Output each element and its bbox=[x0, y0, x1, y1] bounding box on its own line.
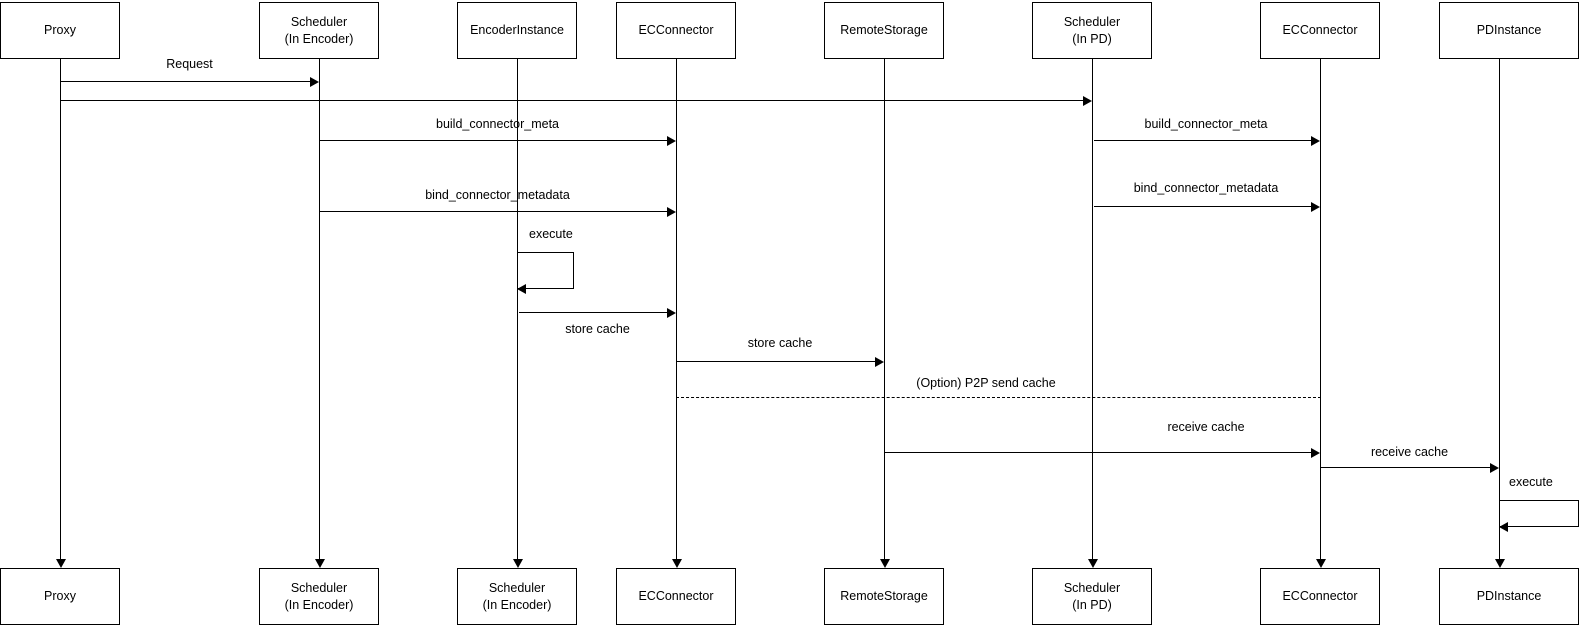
message-line-receive-cache-b bbox=[884, 452, 1312, 453]
participant-box-top-scheduler-pd[interactable]: Scheduler (In PD) bbox=[1032, 2, 1152, 59]
participant-label-line1: Scheduler bbox=[290, 580, 348, 595]
participant-box-top-ecconnector-a[interactable]: ECConnector bbox=[616, 2, 736, 59]
participant-box-bottom-pdinstance[interactable]: PDInstance bbox=[1439, 568, 1579, 625]
arrow-head-receive-cache-b bbox=[1311, 448, 1320, 458]
arrow-head-store-cache-remote bbox=[875, 357, 884, 367]
participant-box-bottom-proxy[interactable]: Proxy bbox=[0, 568, 120, 625]
arrow-head-request bbox=[310, 77, 319, 87]
participant-box-bottom-ecconnector-a[interactable]: ECConnector bbox=[616, 568, 736, 625]
message-line-build-connector-meta-right bbox=[1094, 140, 1312, 141]
participant-label-line1: PDInstance bbox=[1476, 589, 1542, 604]
participant-label-line1: Proxy bbox=[44, 23, 76, 38]
participant-label-line1: ECConnector bbox=[638, 23, 714, 38]
participant-label-line2: (In PD) bbox=[1072, 597, 1112, 612]
message-line-proxy-to-scheduler-pd bbox=[60, 100, 1084, 101]
message-line-p2p-send-cache bbox=[676, 397, 1321, 398]
participant-box-top-pdinstance[interactable]: PDInstance bbox=[1439, 2, 1579, 59]
message-label-receive-cache-b: receive cache bbox=[1167, 420, 1245, 434]
participant-label-line1: ECConnector bbox=[638, 589, 714, 604]
message-label-bind-connector-metadata-right: bind_connector_metadata bbox=[1133, 181, 1279, 195]
participant-label-line1: RemoteStorage bbox=[840, 23, 928, 38]
participant-box-top-proxy[interactable]: Proxy bbox=[0, 2, 120, 59]
participant-label-line2: (In Encoder) bbox=[284, 597, 354, 612]
lifeline-end-arrow-proxy bbox=[56, 559, 66, 568]
lifeline-ecconnector-a bbox=[676, 59, 677, 563]
message-line-request bbox=[60, 81, 311, 82]
participant-box-top-remotestorage[interactable]: RemoteStorage bbox=[824, 2, 944, 59]
message-label-bind-connector-metadata-left: bind_connector_metadata bbox=[425, 188, 570, 202]
self-loop-execute-encoder bbox=[517, 252, 574, 289]
message-line-receive-cache-pd bbox=[1320, 467, 1491, 468]
participant-label-line1: Proxy bbox=[44, 589, 76, 604]
lifeline-scheduler-enc bbox=[319, 59, 320, 563]
lifeline-proxy bbox=[60, 59, 61, 563]
self-loop-execute-pdinstance bbox=[1499, 500, 1579, 527]
participant-label-line1: Scheduler bbox=[488, 580, 546, 595]
message-label-build-connector-meta-left: build_connector_meta bbox=[436, 117, 559, 131]
participant-label-line2: (In Encoder) bbox=[284, 31, 354, 46]
arrow-head-bind-connector-metadata-left bbox=[667, 207, 676, 217]
arrow-head-bind-connector-metadata-right bbox=[1311, 202, 1320, 212]
message-line-bind-connector-metadata-left bbox=[319, 211, 668, 212]
message-line-bind-connector-metadata-right bbox=[1094, 206, 1312, 207]
lifeline-end-arrow-encoder-inst bbox=[513, 559, 523, 568]
arrow-head-execute-encoder bbox=[517, 284, 526, 294]
participant-label-line1: PDInstance bbox=[1476, 23, 1542, 38]
participant-box-bottom-ecconnector-b[interactable]: ECConnector bbox=[1260, 568, 1380, 625]
arrow-head-proxy-to-scheduler-pd bbox=[1083, 96, 1092, 106]
participant-label-line2: (In Encoder) bbox=[482, 597, 552, 612]
participant-box-bottom-scheduler-pd[interactable]: Scheduler (In PD) bbox=[1032, 568, 1152, 625]
message-label-p2p-send-cache: (Option) P2P send cache bbox=[916, 376, 1056, 390]
participant-label-line1: Scheduler bbox=[1063, 580, 1121, 595]
participant-box-top-encoder-inst[interactable]: EncoderInstance bbox=[457, 2, 577, 59]
participant-box-bottom-encoder-inst[interactable]: Scheduler (In Encoder) bbox=[457, 568, 577, 625]
message-label-receive-cache-pd: receive cache bbox=[1370, 445, 1449, 459]
participant-label-line1: EncoderInstance bbox=[470, 23, 564, 38]
participant-label-line2: (In PD) bbox=[1072, 31, 1112, 46]
participant-label-line1: ECConnector bbox=[1282, 589, 1358, 604]
message-line-store-cache-remote bbox=[676, 361, 876, 362]
message-label-store-cache-remote: store cache bbox=[747, 336, 813, 350]
lifeline-end-arrow-scheduler-pd bbox=[1088, 559, 1098, 568]
lifeline-end-arrow-ecconnector-b bbox=[1316, 559, 1326, 568]
message-label-build-connector-meta-right: build_connector_meta bbox=[1144, 117, 1268, 131]
message-line-build-connector-meta-left bbox=[319, 140, 668, 141]
lifeline-end-arrow-pdinstance bbox=[1495, 559, 1505, 568]
participant-box-top-ecconnector-b[interactable]: ECConnector bbox=[1260, 2, 1380, 59]
message-label-store-cache-encoder: store cache bbox=[565, 322, 630, 336]
lifeline-ecconnector-b bbox=[1320, 59, 1321, 563]
arrow-head-receive-cache-pd bbox=[1490, 463, 1499, 473]
lifeline-scheduler-pd bbox=[1092, 59, 1093, 563]
participant-label-line1: Scheduler bbox=[1063, 14, 1121, 29]
participant-label-line1: RemoteStorage bbox=[840, 589, 928, 604]
participant-box-bottom-remotestorage[interactable]: RemoteStorage bbox=[824, 568, 944, 625]
arrow-head-build-connector-meta-left bbox=[667, 136, 676, 146]
lifeline-end-arrow-ecconnector-a bbox=[672, 559, 682, 568]
arrow-head-store-cache-encoder bbox=[667, 308, 676, 318]
lifeline-remotestorage bbox=[884, 59, 885, 563]
lifeline-end-arrow-scheduler-enc bbox=[315, 559, 325, 568]
lifeline-encoder-inst bbox=[517, 59, 518, 563]
arrow-head-build-connector-meta-right bbox=[1311, 136, 1320, 146]
participant-label-line1: Scheduler bbox=[290, 14, 348, 29]
lifeline-end-arrow-remotestorage bbox=[880, 559, 890, 568]
lifeline-pdinstance bbox=[1499, 59, 1500, 563]
message-label-execute-pdinstance: execute bbox=[1509, 475, 1553, 489]
message-label-request: Request bbox=[166, 57, 213, 71]
arrow-head-execute-pdinstance bbox=[1499, 522, 1508, 532]
participant-box-top-scheduler-enc[interactable]: Scheduler (In Encoder) bbox=[259, 2, 379, 59]
message-line-store-cache-encoder bbox=[519, 312, 668, 313]
participant-label-line1: ECConnector bbox=[1282, 23, 1358, 38]
message-label-execute-encoder: execute bbox=[529, 227, 573, 241]
participant-box-bottom-scheduler-enc[interactable]: Scheduler (In Encoder) bbox=[259, 568, 379, 625]
